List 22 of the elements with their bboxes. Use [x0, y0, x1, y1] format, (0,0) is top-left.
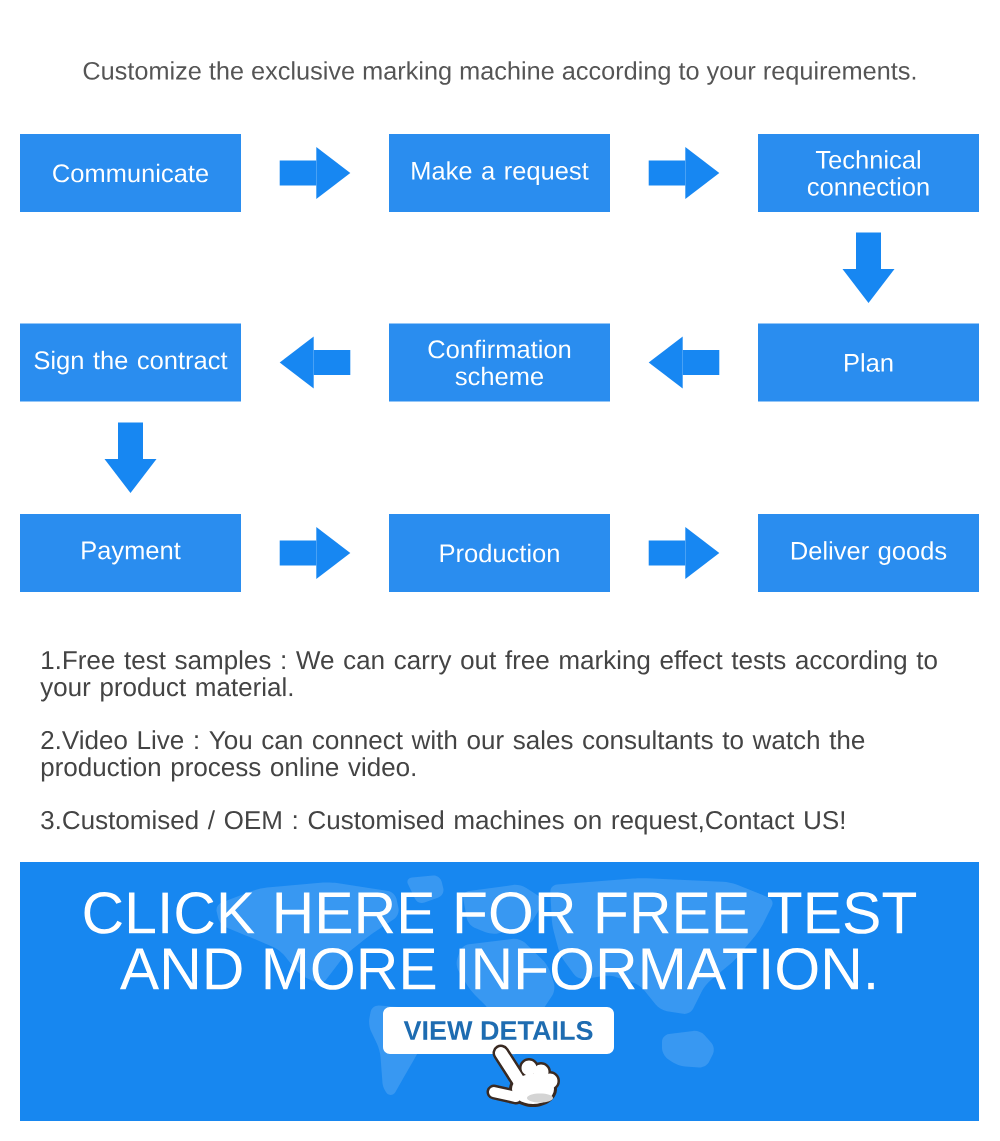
process-box: Production: [389, 514, 610, 592]
arrow: [842, 232, 895, 304]
button: VIEW DETAILS: [383, 1007, 614, 1054]
process-box: Technical connection: [758, 134, 979, 212]
arrow: [279, 336, 351, 389]
arrow: [648, 336, 720, 389]
arrow: [279, 147, 351, 199]
process-box: Deliver goods: [758, 514, 979, 592]
heading: Customize the exclusive marking machine according to your requirements.: [83, 61, 916, 85]
note-text: 1.Free test samples : We can carry out free marking effect tests according to your product material.: [40, 650, 937, 702]
process-box: Confirmation scheme: [389, 323, 610, 402]
process-box: Make a request: [389, 134, 610, 212]
process-box: Sign the contract: [20, 323, 241, 402]
note-text: 3.Customised / OEM : Customised machines on request,Contact US!: [41, 810, 845, 835]
arrow: [648, 527, 720, 579]
arrow: [279, 527, 351, 579]
process-box: Communicate: [20, 134, 241, 212]
process-box: Plan: [758, 323, 979, 402]
process-box: Payment: [20, 514, 241, 592]
arrow: [104, 422, 157, 494]
arrow: [648, 147, 720, 199]
note-text: 2.Video Live : You can connect with our sales consultants to watch the production process online video.: [41, 730, 865, 782]
